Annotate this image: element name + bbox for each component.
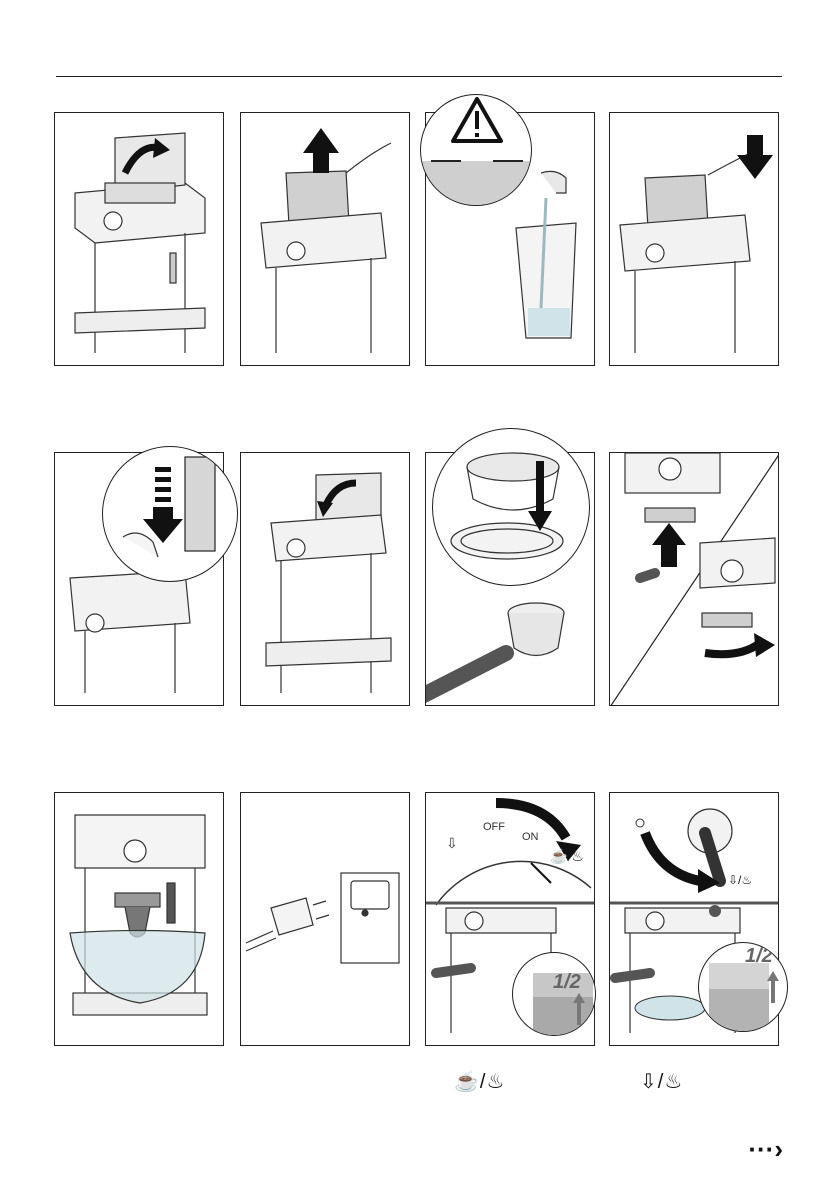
steam-top-icon: ⇩ (446, 835, 458, 852)
coffee-steam-icon: ☕/♨ (550, 848, 584, 865)
water-level-warning-magnifier (420, 94, 532, 206)
steam-coffee-icon-small: ⇩/♨ (728, 873, 752, 887)
step-10-plug-in-panel (240, 792, 410, 1046)
push-tank-magnifier (102, 446, 238, 582)
half-level-magnifier-2: 1/2 (698, 942, 788, 1032)
steam-caption-icon: ⇩/♨ (640, 1072, 683, 1092)
step-9-place-bowl-panel (54, 792, 224, 1046)
on-label: ON (522, 831, 539, 843)
step-8-lock-portafilter-panel (609, 452, 779, 706)
filter-insert-magnifier (432, 428, 590, 586)
coffee-steam-caption-icon: ☕/♨ (454, 1072, 505, 1092)
next-page-arrow-icon[interactable]: ···› (748, 1134, 783, 1165)
half-level-magnifier-1: 1/2 (512, 952, 596, 1036)
off-label: OFF (483, 821, 505, 833)
step-1-open-lid-panel (54, 112, 224, 366)
half-label-1: 1/2 (553, 971, 581, 994)
step-6-close-lid-panel (240, 452, 410, 706)
header-rule (56, 76, 782, 77)
step-2-remove-tank-panel (240, 112, 410, 366)
half-label-2: 1/2 (745, 945, 773, 968)
step-4-insert-tank-panel (609, 112, 779, 366)
